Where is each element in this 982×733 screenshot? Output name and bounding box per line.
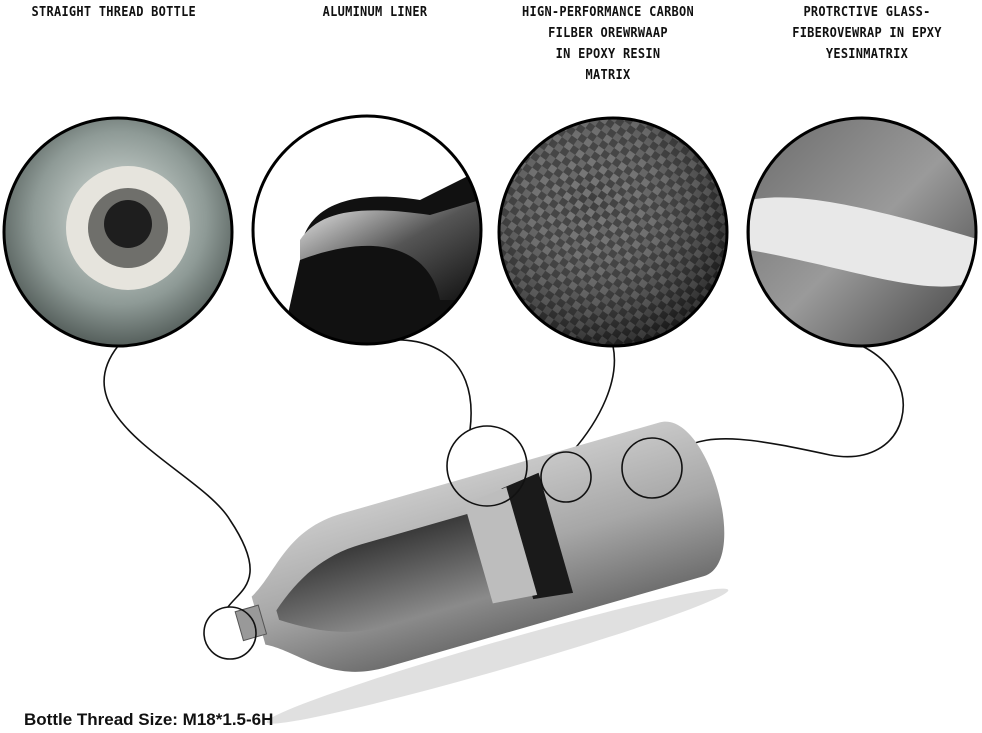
label-line: FILBER OREWRWAAP xyxy=(548,26,668,41)
bottle-cutaway-image xyxy=(234,421,729,724)
thread-circle xyxy=(2,116,234,348)
label-line: FIBEROVEWRAP IN EPXY xyxy=(792,26,942,41)
liner-circle xyxy=(251,114,483,346)
callout-circles xyxy=(203,425,683,660)
liner-closeup-image xyxy=(253,116,481,344)
glass-fiber-closeup-image xyxy=(748,118,976,346)
thread-size-caption: Bottle Thread Size: M18*1.5-6H xyxy=(24,710,274,729)
label-carbon-fiber: HIGN-PERFORMANCE CARBON FILBER OREWRWAAP… xyxy=(498,2,719,86)
label-straight-thread-bottle: STRAIGHT THREAD BOTTLE xyxy=(8,2,220,23)
thread-closeup-image xyxy=(4,118,232,346)
label-line: ALUMINUM LINER xyxy=(322,5,428,20)
label-glass-fiber: PROTRCTIVE GLASS- FIBEROVEWRAP IN EPXY Y… xyxy=(770,2,963,65)
carbon-fiber-circle xyxy=(497,116,729,348)
label-line: MATRIX xyxy=(585,68,631,83)
label-line: HIGN-PERFORMANCE CARBON xyxy=(522,5,694,20)
label-line: PROTRCTIVE GLASS- xyxy=(803,5,931,20)
carbon-fiber-closeup-image xyxy=(499,118,727,346)
label-line: YESINMATRIX xyxy=(825,47,909,62)
label-line: STRAIGHT THREAD BOTTLE xyxy=(31,5,197,20)
label-line: IN EPOXY RESIN xyxy=(555,47,661,62)
label-aluminum-liner: ALUMINUM LINER xyxy=(297,2,453,23)
glass-fiber-circle xyxy=(746,116,978,348)
